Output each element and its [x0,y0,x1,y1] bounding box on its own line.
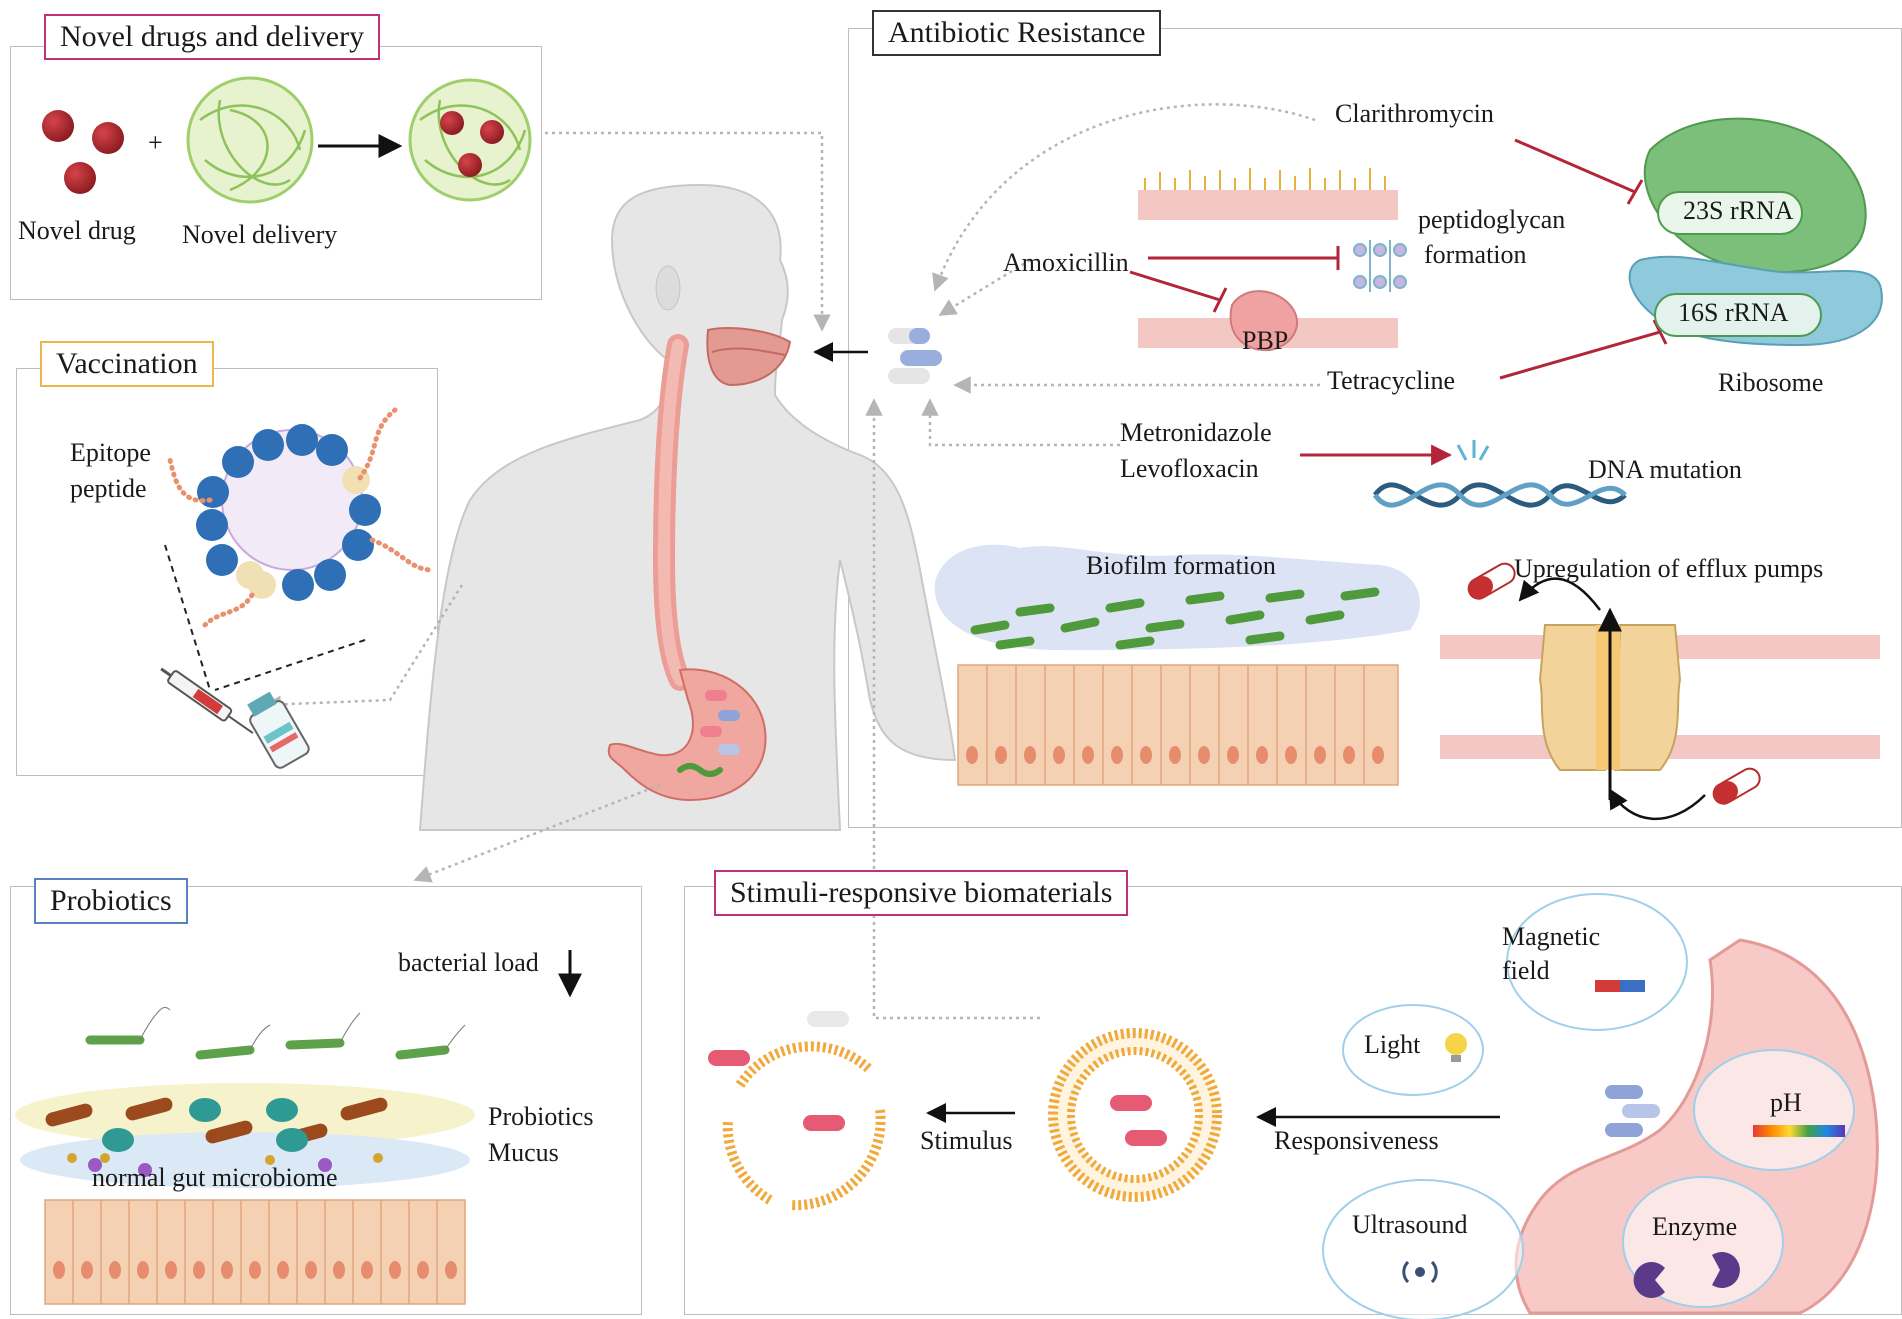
human-body-figure [418,183,957,831]
normal-gut-microbiome-label: normal gut microbiome [92,1163,338,1192]
levofloxacin-label: Levofloxacin [1120,454,1259,483]
light-label: Light [1364,1030,1421,1059]
peptide-label: peptide [70,474,147,503]
ribosome-label: Ribosome [1718,368,1824,397]
novel-drug-label: Novel drug [18,216,136,245]
ultrasound-label: Ultrasound [1352,1210,1468,1239]
field-label: field [1502,956,1550,985]
vaccination-title: Vaccination [40,341,214,387]
biofilm-formation-label: Biofilm formation [1086,551,1276,580]
magnetic-label: Magnetic [1502,922,1601,951]
antibiotic-pills [888,328,942,384]
ph-label: pH [1770,1088,1802,1117]
rrna-16s-label: 16S rRNA [1678,298,1789,327]
probiotics-illustration [15,950,582,1305]
novel-delivery-label: Novel delivery [182,220,338,249]
rrna-23s-label: 23S rRNA [1683,196,1794,225]
epitope-label: Epitope [70,438,151,467]
pbp-label: PBP [1242,326,1289,355]
stimulus-label: Stimulus [920,1126,1013,1155]
stimuli-illustration [708,893,1879,1319]
formation-label: formation [1424,240,1527,269]
bacterial-load-label: bacterial load [398,948,539,977]
tetracycline-label: Tetracycline [1327,366,1456,395]
peptidoglycan-label: peptidoglycan [1418,205,1566,234]
stimuli-title: Stimuli-responsive biomaterials [714,870,1129,916]
clarithromycin-label: Clarithromycin [1335,99,1494,128]
probiotics-label: Probiotics [488,1102,594,1131]
novel-drugs-title: Novel drugs and delivery [44,14,381,60]
connector-lines [263,103,1320,1020]
responsiveness-label: Responsiveness [1274,1126,1439,1155]
vaccination-illustration [160,407,435,769]
metronidazole-label: Metronidazole [1120,418,1272,447]
plus-sign: + [148,128,163,157]
antibiotic-illustration [934,117,1883,820]
dna-mutation-label: DNA mutation [1588,455,1742,484]
antibiotic-resistance-title: Antibiotic Resistance [872,10,1162,56]
probiotics-title: Probiotics [34,878,188,924]
efflux-pumps-label: Upregulation of efflux pumps [1514,554,1824,583]
enzyme-label: Enzyme [1652,1212,1738,1241]
mucus-label: Mucus [488,1138,559,1167]
amoxicillin-label: Amoxicillin [1003,248,1129,277]
novel-drugs-illustration [42,76,532,204]
